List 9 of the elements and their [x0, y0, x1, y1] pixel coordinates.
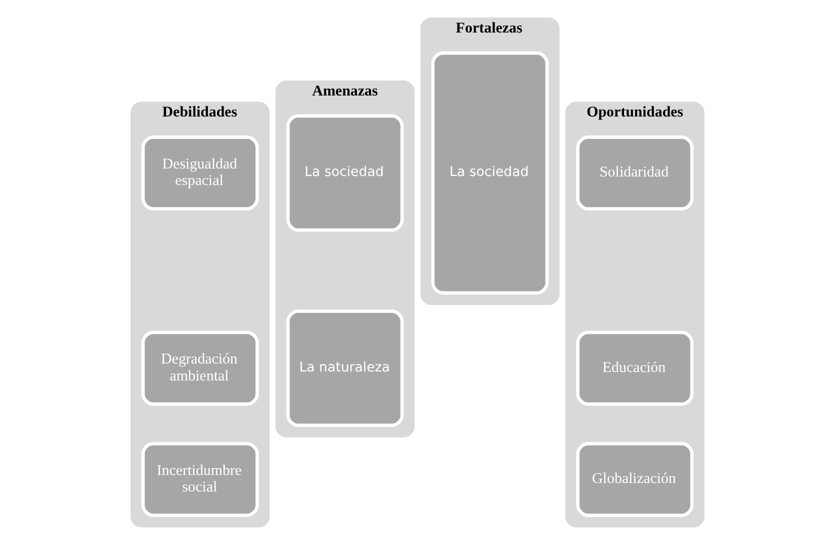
node-box: Solidaridad	[576, 136, 694, 210]
node-box: Incertidumbre social	[140, 442, 258, 517]
node-box: Degradación ambiental	[140, 330, 258, 406]
node-box: La sociedad	[286, 114, 404, 232]
node-box: La naturaleza	[286, 310, 404, 427]
node-box: Globalización	[576, 442, 694, 517]
node-box: La sociedad	[430, 51, 548, 295]
node-box: Educación	[576, 330, 694, 406]
node-box: Desigualdad espacial	[140, 136, 258, 210]
